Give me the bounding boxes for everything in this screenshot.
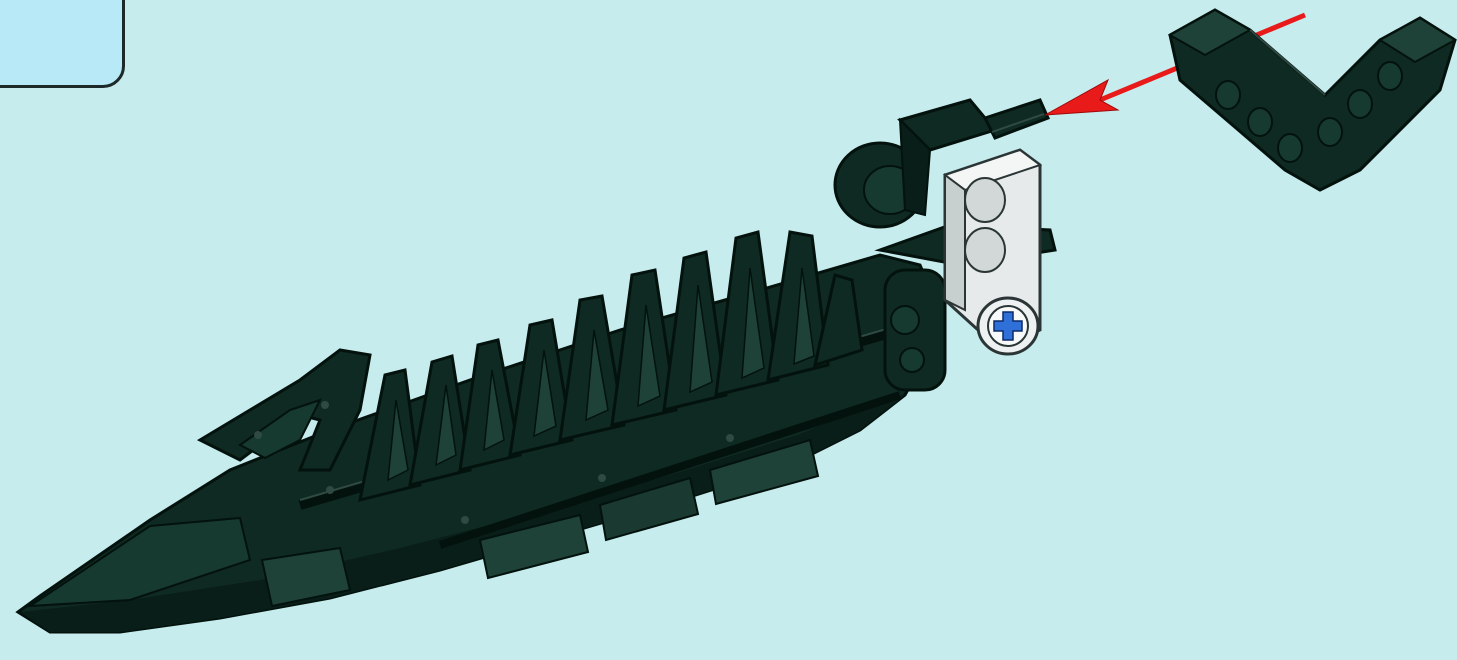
connector-block (945, 150, 1040, 354)
serrated-blade (18, 232, 935, 632)
axle-pin (985, 100, 1048, 138)
bent-liftarm (1170, 10, 1455, 190)
